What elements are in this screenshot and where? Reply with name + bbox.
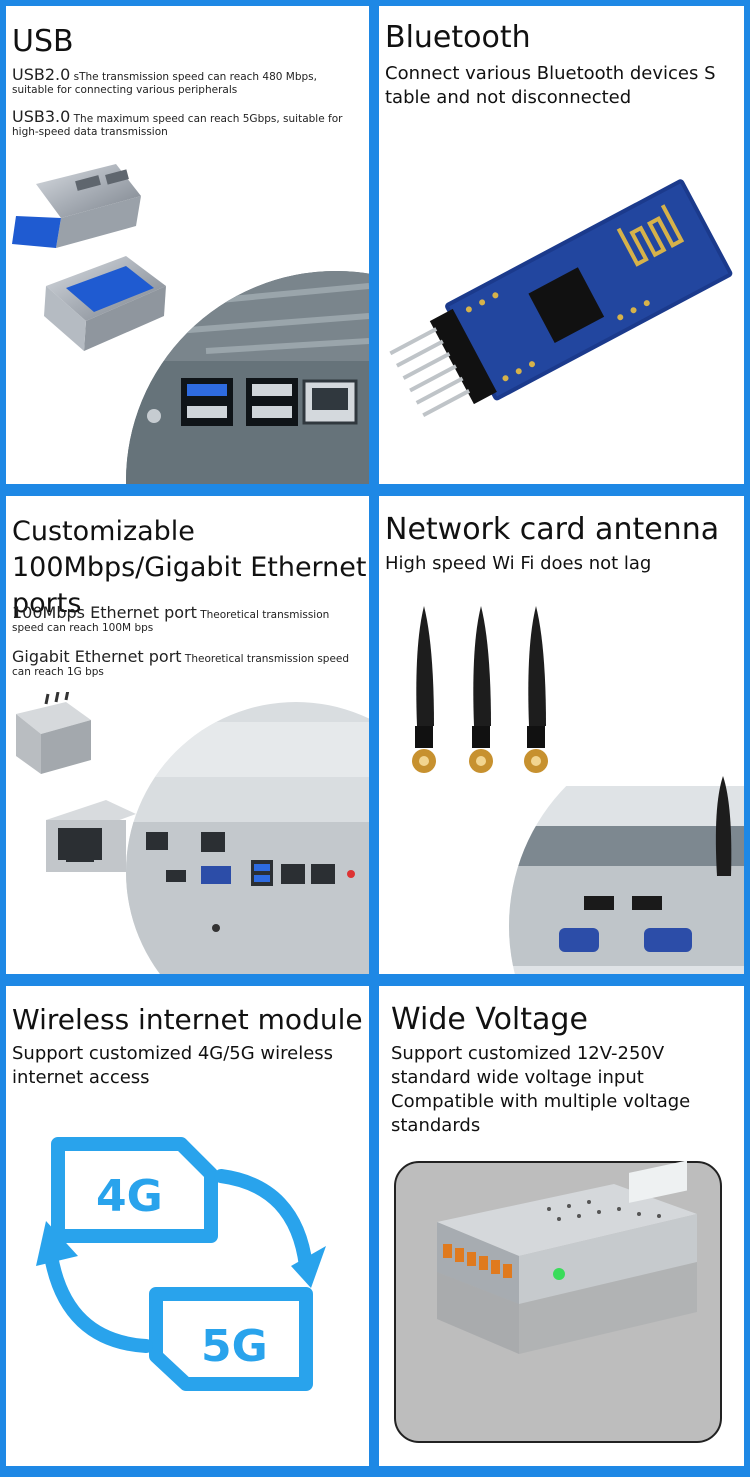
usb3-description: The maximum speed can reach 5Gbps, suita… <box>12 113 343 138</box>
arrow-head-icon <box>36 1221 78 1266</box>
network-port-icon <box>46 800 136 872</box>
antenna-photo <box>412 606 744 974</box>
fast-ethernet-label: 100Mbps Ethernet port <box>12 603 197 622</box>
antenna-description: High speed Wi Fi does not lag <box>385 553 652 574</box>
usb2-description: sThe transmission speed can reach 480 Mb… <box>12 71 317 96</box>
voltage-title: Wide Voltage <box>391 1002 588 1037</box>
usb-socket-icon <box>44 256 166 351</box>
wireless-description: Support customized 4G/5G wireless intern… <box>12 1043 334 1088</box>
ethernet-ports-photo <box>16 692 369 974</box>
fast-ethernet-spec: 100Mbps Ethernet port Theoretical transm… <box>12 603 361 635</box>
voltage-description: Support customized 12V-250V standard wid… <box>391 1043 691 1136</box>
arrow-head-icon <box>291 1246 326 1288</box>
rj45-jack-icon <box>16 692 91 774</box>
antenna-icon <box>412 606 548 773</box>
power-supply-icon <box>437 1160 697 1354</box>
fast-ethernet-description: Theoretical transmission speed can reach… <box>12 609 330 634</box>
usb3-spec: USB3.0 The maximum speed can reach 5Gbps… <box>12 107 361 139</box>
usb-title: USB <box>12 24 74 59</box>
4g-card-icon <box>51 1137 218 1243</box>
ethernet-title: Customizable 100Mbps/Gigabit Ethernet po… <box>12 516 367 619</box>
ethernet-panel: Customizable 100Mbps/Gigabit Ethernet po… <box>6 496 369 974</box>
usb-ports-photo <box>12 164 369 484</box>
voltage-panel: Wide Voltage Support customized 12V-250V… <box>379 986 744 1466</box>
bluetooth-description: Connect various Bluetooth devices S tabl… <box>385 63 716 108</box>
5g-badge: 5G <box>201 1321 268 1372</box>
power-supply-photo <box>394 1160 722 1443</box>
5g-card-icon <box>149 1287 313 1391</box>
usb-panel: USB USB2.0 sThe transmission speed can r… <box>6 6 369 484</box>
gigabit-ethernet-spec: Gigabit Ethernet port Theoretical transm… <box>12 647 361 679</box>
usb2-spec: USB2.0 sThe transmission speed can reach… <box>12 65 361 97</box>
4g-5g-diagram: 4G 5G <box>36 1137 326 1391</box>
usb3-label: USB3.0 <box>12 107 71 126</box>
wireless-title: Wireless internet module <box>12 1003 363 1036</box>
bluetooth-title: Bluetooth <box>385 20 531 55</box>
bluetooth-panel: Bluetooth Connect various Bluetooth devi… <box>379 6 744 484</box>
usb2-label: USB2.0 <box>12 65 71 84</box>
4g-badge: 4G <box>96 1171 163 1222</box>
arrow-left-icon <box>44 1249 153 1353</box>
antenna-title: Network card antenna <box>385 512 720 547</box>
usb-plug-icon <box>12 164 141 248</box>
gigabit-ethernet-description: Theoretical transmission speed can reach… <box>12 653 350 678</box>
wireless-panel: Wireless internet module Support customi… <box>6 986 369 1466</box>
gigabit-ethernet-label: Gigabit Ethernet port <box>12 647 182 666</box>
antenna-panel: Network card antenna High speed Wi Fi do… <box>379 496 744 974</box>
bluetooth-module-photo <box>389 179 733 417</box>
arrow-right-icon <box>214 1169 313 1273</box>
